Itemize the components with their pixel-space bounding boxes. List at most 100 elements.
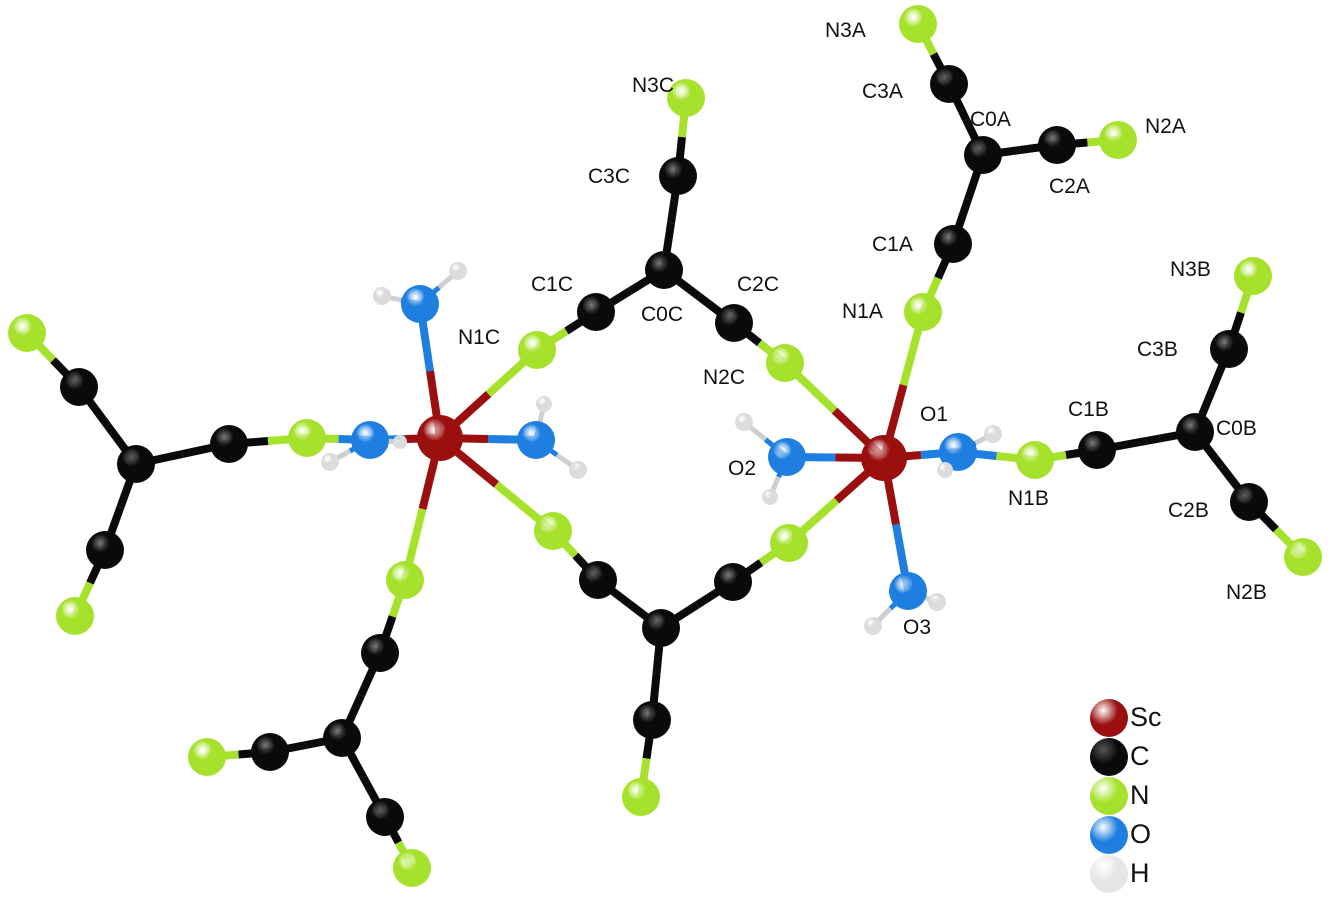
c-atom <box>715 304 753 342</box>
n-atom <box>386 561 424 599</box>
c-atom <box>714 563 752 601</box>
n-atom <box>766 344 804 382</box>
c-atom <box>361 634 399 672</box>
n-atom <box>56 597 94 635</box>
atom-label: C2A <box>1049 175 1090 198</box>
atom-label: N2A <box>1145 115 1186 138</box>
h-atom <box>864 617 882 635</box>
atom-label: N1A <box>842 300 883 323</box>
n-atom <box>188 738 226 776</box>
legend-item-o: O <box>1090 815 1210 854</box>
h-atom <box>928 593 946 611</box>
n-atom <box>667 79 705 117</box>
n-atom-icon <box>1090 776 1128 815</box>
n-atom <box>622 778 660 816</box>
h-atom <box>393 435 407 449</box>
atom-label: C1B <box>1068 398 1109 421</box>
atom-labels-layer: N3C C3C C1C C0C C2C N1C N2C N3A C3A C0A C2A N2A C1A N… <box>458 19 1267 639</box>
h-atom-icon <box>1090 854 1128 893</box>
legend-label: H <box>1130 858 1150 888</box>
c-atom <box>642 609 680 647</box>
h-atom <box>321 453 339 471</box>
c-atom-icon <box>1090 737 1128 776</box>
n-atom <box>393 849 431 887</box>
n-atom <box>1099 121 1137 159</box>
legend-label: Sc <box>1130 702 1162 732</box>
atom-label: C3C <box>588 165 630 188</box>
o-atom <box>939 433 977 471</box>
n-atom <box>8 314 46 352</box>
n-atom <box>1016 441 1054 479</box>
c-atom <box>86 531 124 569</box>
atom-label: N3C <box>632 74 674 97</box>
atom-label: C0C <box>641 303 683 326</box>
legend-label: N <box>1130 780 1150 810</box>
atom-label: C2B <box>1168 499 1209 522</box>
sc-atom <box>417 415 463 461</box>
o-atom <box>517 421 555 459</box>
n-atom <box>899 5 937 43</box>
c-atom <box>1078 431 1116 469</box>
c-atom <box>1230 483 1268 521</box>
c-atom <box>579 561 617 599</box>
atom-label: N3A <box>825 19 866 42</box>
n-atom <box>518 331 556 369</box>
c-atom <box>1038 126 1076 164</box>
c-atom <box>60 368 98 406</box>
atom-label: N2B <box>1226 581 1267 604</box>
o-atom-icon <box>1090 815 1128 854</box>
c-atom <box>645 251 683 289</box>
atom-label: N1C <box>458 326 500 349</box>
o-atom <box>889 572 927 610</box>
legend-item-h: H <box>1090 854 1210 893</box>
h-atom <box>937 462 953 478</box>
legend-label: O <box>1130 819 1152 849</box>
n-atom <box>534 512 572 550</box>
legend-label: C <box>1130 741 1150 771</box>
n-atom <box>904 293 942 331</box>
atom-label: O1 <box>920 403 948 426</box>
atom-label: C1A <box>872 233 913 256</box>
c-atom <box>366 798 404 836</box>
c-atom <box>1176 413 1214 451</box>
legend-item-sc: Sc <box>1090 698 1210 737</box>
legend-item-n: N <box>1090 776 1210 815</box>
atom-label: O3 <box>903 616 931 639</box>
atom-label: C0A <box>970 108 1011 131</box>
legend-item-c: C <box>1090 737 1210 776</box>
c-atom <box>210 425 248 463</box>
o-atom <box>401 285 439 323</box>
atom-label: C2C <box>737 273 779 296</box>
o-atom <box>351 421 389 459</box>
h-atom <box>735 413 753 431</box>
sc-atom <box>861 435 907 481</box>
o-atom <box>768 438 806 476</box>
sc-atom-icon <box>1090 698 1128 737</box>
c-atom <box>117 445 155 483</box>
c-atom <box>1210 330 1248 368</box>
c-atom <box>930 65 968 103</box>
n-atom <box>288 419 326 457</box>
n-atom <box>1234 257 1272 295</box>
c-atom <box>577 293 615 331</box>
c-atom <box>934 225 972 263</box>
atom-label: N2C <box>703 366 745 389</box>
h-atom <box>984 425 1002 443</box>
h-atom <box>536 396 552 412</box>
n-atom <box>1284 538 1322 576</box>
h-atom <box>762 489 778 505</box>
element-legend: Sc C N O H <box>1090 698 1210 893</box>
atom-label: N3B <box>1170 258 1211 281</box>
atom-label: C3A <box>862 80 903 103</box>
h-atom <box>373 287 391 305</box>
atoms-layer <box>8 5 1322 887</box>
c-atom <box>251 733 289 771</box>
c-atom <box>633 701 671 739</box>
h-atom <box>569 461 587 479</box>
n-atom <box>770 524 808 562</box>
atom-label: C1C <box>531 273 573 296</box>
c-atom <box>964 136 1002 174</box>
atom-label: C3B <box>1137 338 1178 361</box>
atom-label: C0B <box>1216 417 1257 440</box>
